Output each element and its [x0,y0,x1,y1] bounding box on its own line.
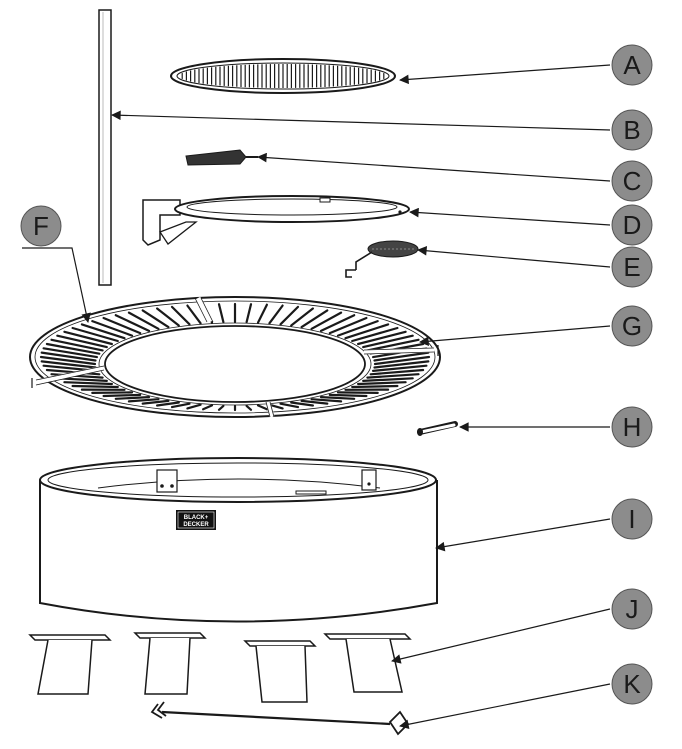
callout-e-letter: E [623,252,640,282]
callout-h: H [611,406,653,448]
callout-k: K [611,663,653,705]
callout-b-letter: B [623,115,640,145]
callout-j: J [611,588,653,630]
callout-g: G [611,305,653,347]
leg-1 [28,634,112,695]
callout-c: C [611,160,653,202]
legs-part-j [28,632,412,703]
callout-e: E [611,246,653,288]
callout-a: A [611,44,653,86]
pole-part-b [98,9,112,286]
cooking-grate-part-a [170,58,396,94]
swing-arm-part-d [142,195,410,246]
brand-logo: BLACK+ DECKER [176,510,216,530]
brand-logo-line2: DECKER [183,522,209,528]
callout-g-letter: G [622,311,642,341]
ring-grate-part-g [29,296,441,418]
poker-part-k [150,701,410,736]
callout-j-letter: J [626,594,639,624]
callout-i-letter: I [628,504,635,534]
callout-c-letter: C [623,166,642,196]
leader-lines [22,64,611,730]
leg-3 [243,640,317,703]
fire-bowl-part-i: BLACK+ DECKER [39,457,438,623]
callout-d: D [611,204,653,246]
handle-part-c [185,149,258,166]
callout-a-letter: A [623,50,641,80]
pin-part-h [417,421,458,436]
callout-i: I [611,498,653,540]
callout-d-letter: D [623,210,642,240]
leg-2 [133,632,207,695]
callout-h-letter: H [623,412,642,442]
knob-part-e [345,240,419,278]
brand-logo-line1: BLACK+ [184,515,209,521]
callout-k-letter: K [623,669,641,699]
callout-f-letter: F [33,211,49,241]
callout-f: F [20,205,62,247]
leg-4 [323,633,412,693]
callout-b: B [611,109,653,151]
